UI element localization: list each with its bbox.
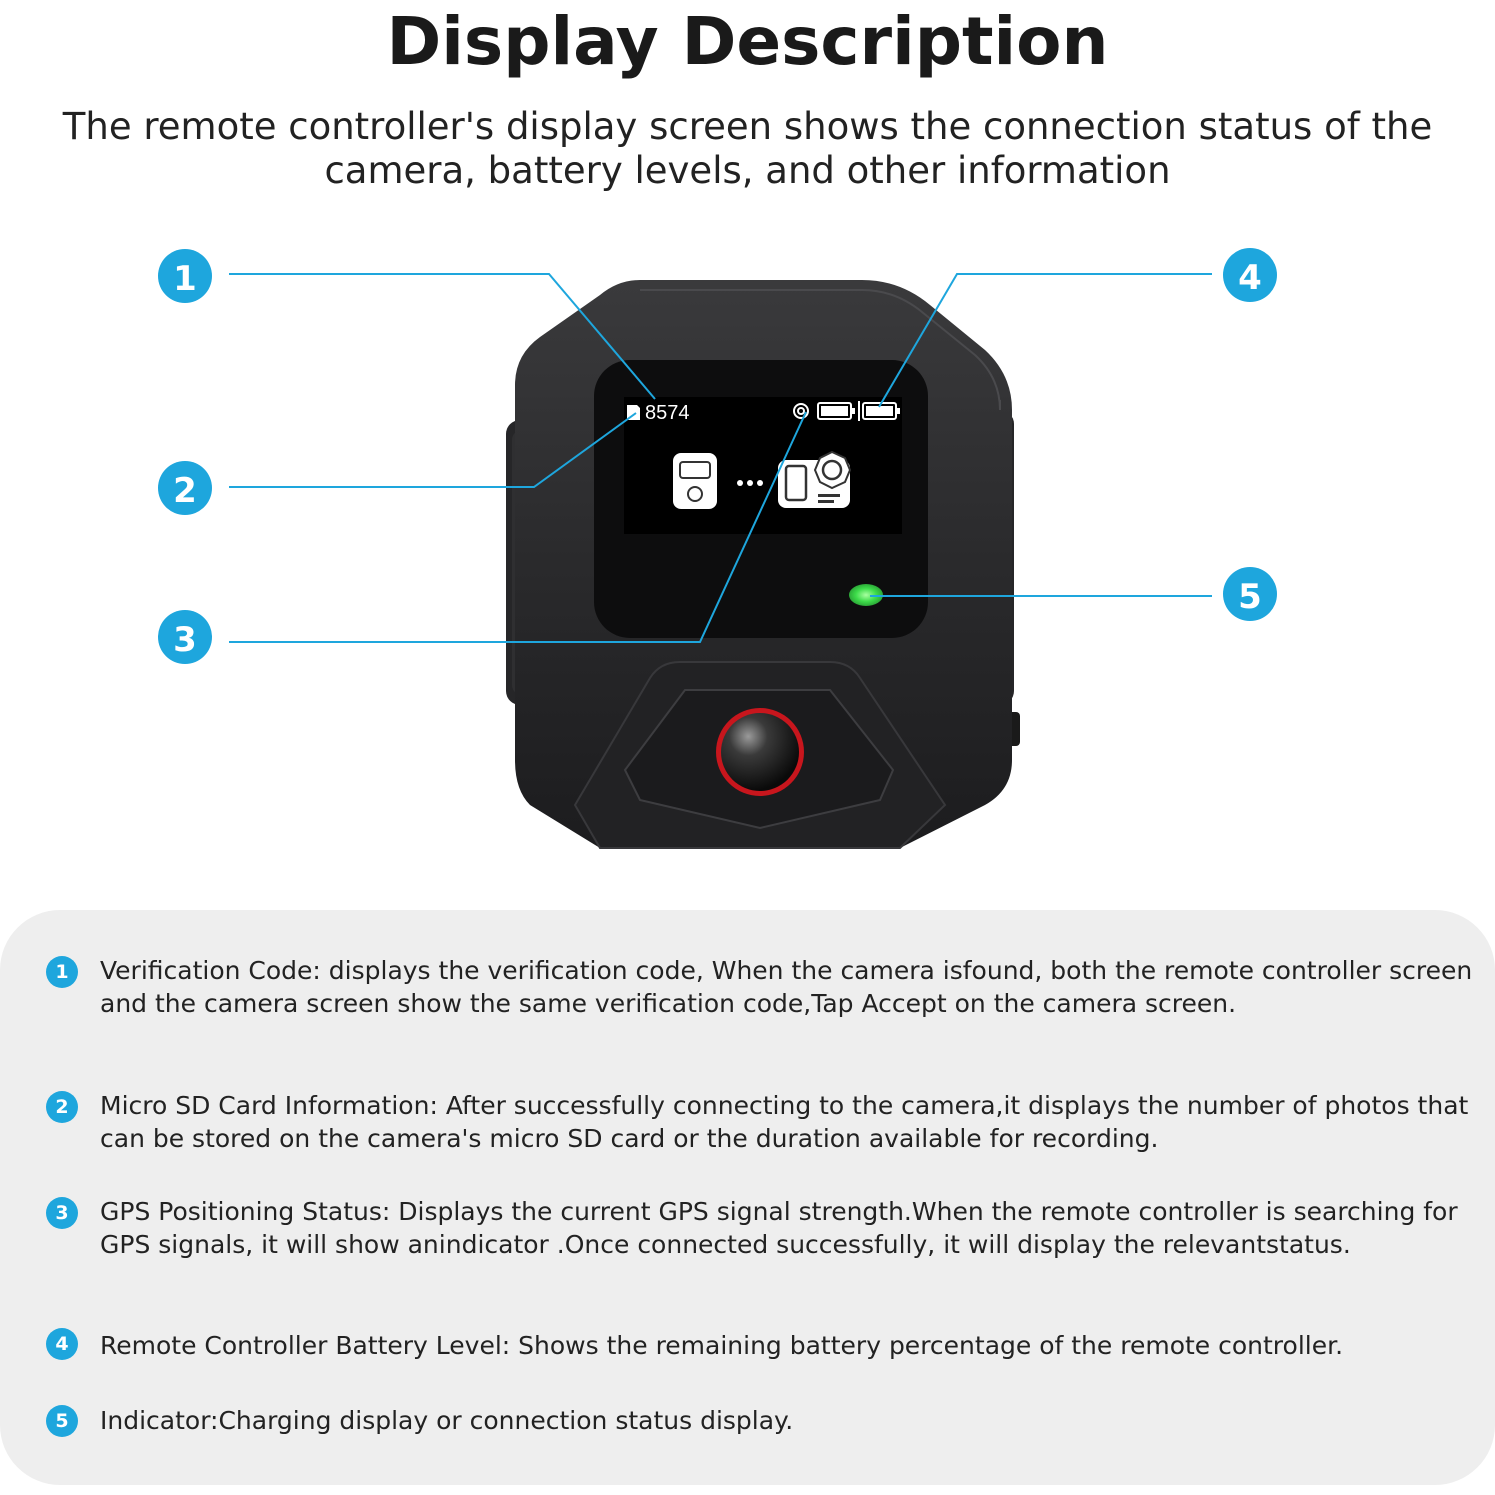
- item-3-bullet: 3: [46, 1197, 78, 1229]
- callout-4: 4: [1223, 248, 1277, 302]
- callout-lines: [229, 273, 1212, 643]
- connecting-dots-icon: [737, 480, 763, 486]
- display-screen: [624, 397, 902, 534]
- led-indicator: [849, 584, 883, 606]
- remote-controller-diagram: 8574: [158, 248, 1277, 849]
- page-title: Display Description: [386, 3, 1109, 80]
- item-5-bullet: 5: [46, 1405, 78, 1437]
- callout-3: 3: [158, 610, 212, 664]
- item-1-bullet: 1: [46, 956, 78, 988]
- svg-text:5: 5: [1238, 577, 1262, 617]
- camera-glyph-icon: [778, 450, 852, 508]
- svg-text:4: 4: [1238, 258, 1262, 298]
- item-gps-status: GPS Positioning Status: Displays the cur…: [100, 1197, 1458, 1259]
- item-4-bullet: 4: [46, 1328, 78, 1360]
- gps-icon: [793, 403, 809, 419]
- svg-text:3: 3: [173, 620, 197, 660]
- camera-battery-icon: [817, 402, 855, 420]
- item-2-bullet: 2: [46, 1091, 78, 1123]
- verification-code: 8574: [645, 402, 690, 424]
- remote-battery-icon: [862, 402, 900, 420]
- callout-1: 1: [158, 249, 212, 303]
- remote-glyph-icon: [673, 453, 717, 509]
- item-indicator: Indicator:Charging display or connection…: [100, 1406, 794, 1435]
- item-micro-sd-info: Micro SD Card Information: After success…: [100, 1091, 1469, 1153]
- callout-5: 5: [1223, 567, 1277, 621]
- description-panel: [0, 910, 1495, 1485]
- item-verification-code: Verification Code: displays the verifica…: [100, 956, 1473, 1018]
- page-subtitle: The remote controller's display screen s…: [62, 105, 1433, 192]
- svg-text:1: 1: [173, 259, 197, 299]
- svg-text:2: 2: [173, 471, 197, 511]
- callout-2: 2: [158, 461, 212, 515]
- item-remote-battery: Remote Controller Battery Level: Shows t…: [100, 1331, 1344, 1360]
